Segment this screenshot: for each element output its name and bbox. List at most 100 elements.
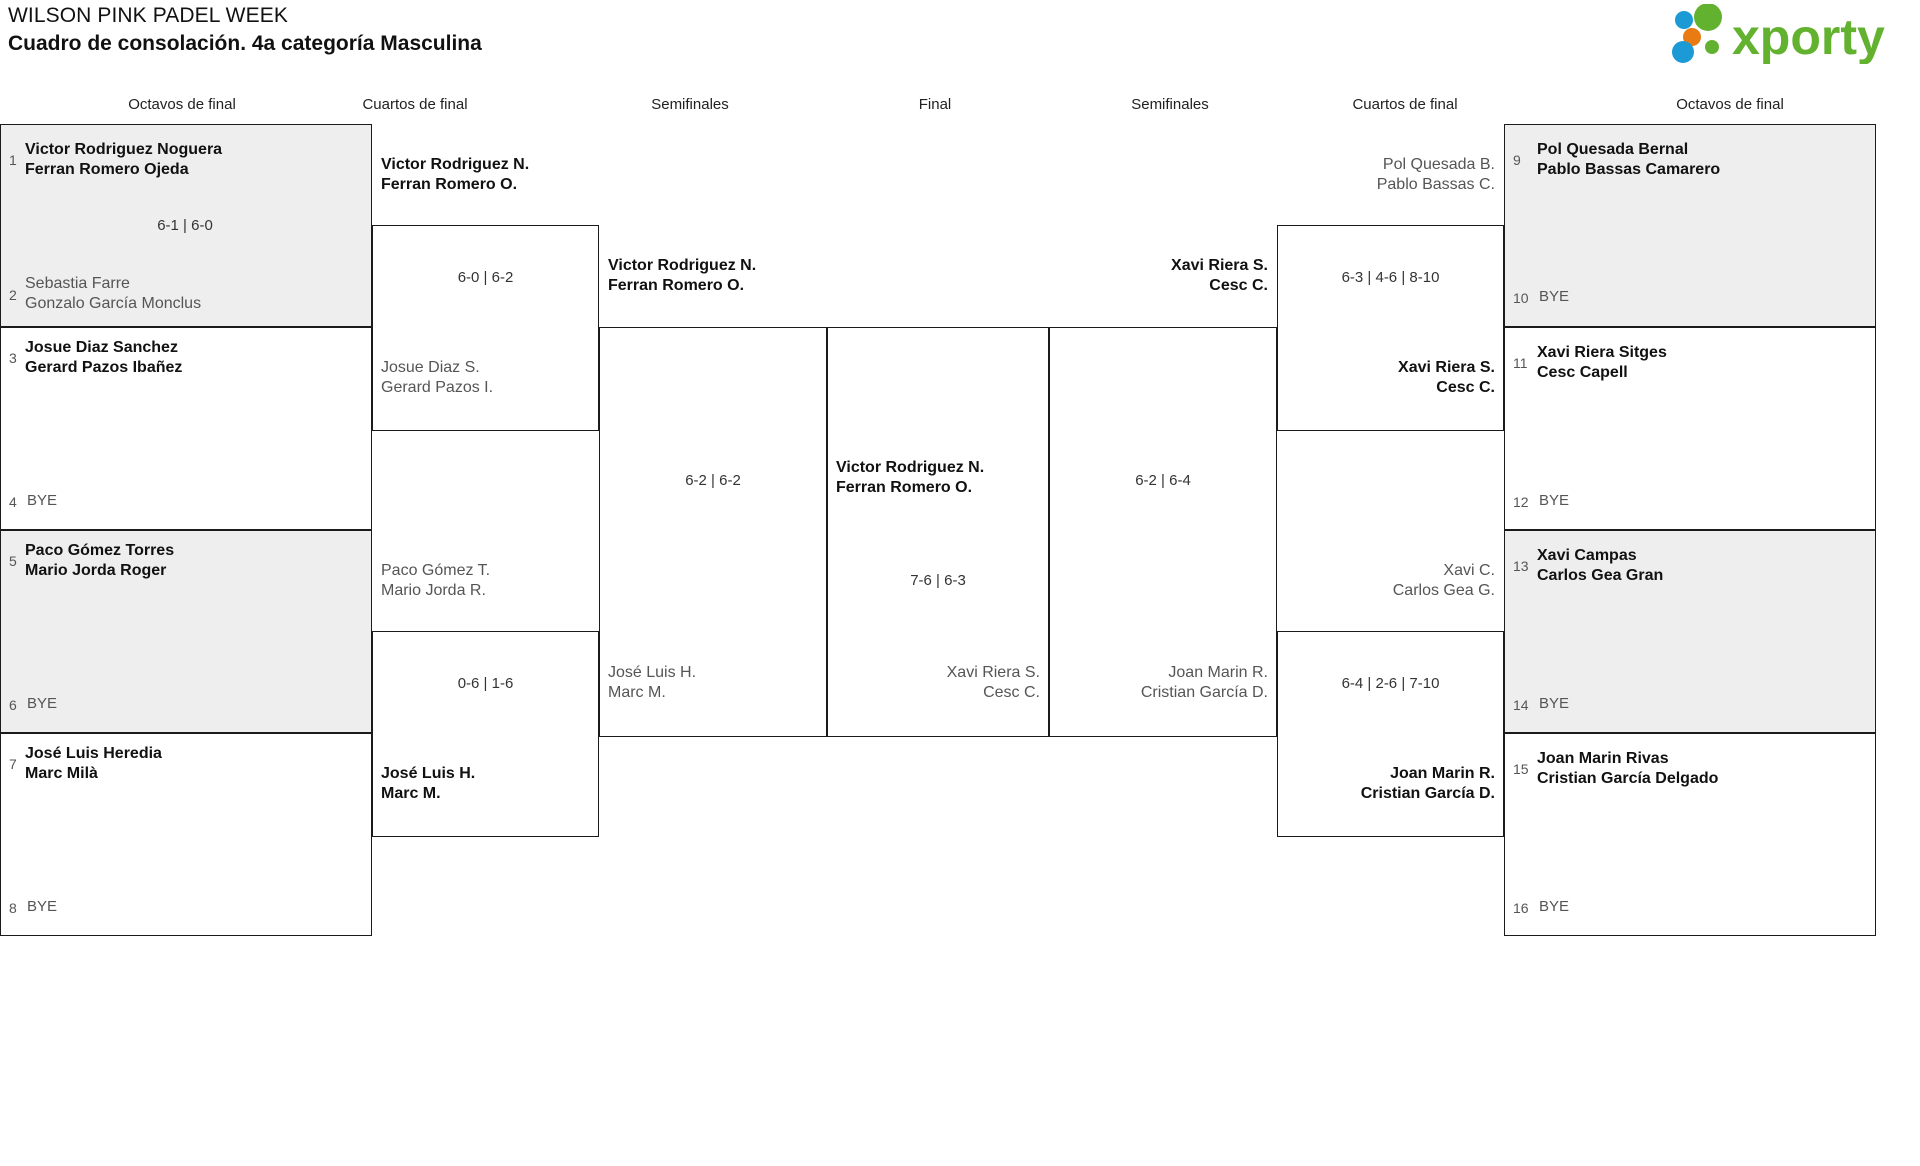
match-box-left-r16-1[interactable] [0,124,372,327]
player-right-qf-2a: Xavi C. Carlos Gea G. [1286,561,1495,600]
player-right-r16-3a: Xavi Campas Carlos Gea Gran [1537,546,1663,585]
player-right-r16-4a: Joan Marin Rivas Cristian García Delgado [1537,749,1718,788]
match-box-final[interactable] [827,327,1049,737]
score-right-qf-1: 6-3 | 4-6 | 8-10 [1341,269,1440,286]
bye-right-16: BYE [1539,898,1570,915]
logo-dot-blue-top [1675,11,1693,29]
player-right-r16-2a: Xavi Riera Sitges Cesc Capell [1537,343,1667,382]
bye-left-4: BYE [27,492,58,509]
seed-7: 7 [9,756,17,772]
match-box-right-r16-2[interactable] [1504,327,1876,530]
seed-2: 2 [9,287,17,303]
player-name: Ferran Romero O. [608,276,745,294]
logo-wordmark: xporty [1732,9,1885,64]
player-name: Josue Diaz S. [381,359,480,376]
match-box-left-r16-4[interactable] [0,733,372,936]
player-name: Cesc C. [1436,378,1495,396]
seed-10: 10 [1513,290,1529,306]
seed-15: 15 [1513,761,1529,777]
seed-13: 13 [1513,558,1529,574]
player-name: Joan Marin R. [1390,765,1495,782]
player-name: Paco Gómez T. [381,562,491,579]
player-name: Carlos Gea Gran [1537,566,1664,584]
player-name: Cesc C. [983,683,1040,701]
seed-5: 5 [9,553,17,569]
player-name: Marc M. [381,784,441,802]
score-right-sf-1: 6-2 | 6-4 [1135,472,1191,489]
player-name: Carlos Gea G. [1392,581,1495,599]
match-box-right-r16-4[interactable] [1504,733,1876,936]
player-name: Pablo Bassas C. [1376,175,1495,193]
player-left-r16-1b: Sebastia Farre Gonzalo García Monclus [25,274,201,313]
seed-16: 16 [1513,900,1529,916]
player-name: Gerard Pazos I. [381,378,494,396]
player-name: Cesc Capell [1537,363,1628,381]
player-right-r16-1a: Pol Quesada Bernal Pablo Bassas Camarero [1537,140,1720,179]
seed-12: 12 [1513,494,1529,510]
player-name: Cristian García D. [1360,784,1495,802]
bye-right-14: BYE [1539,695,1570,712]
match-box-left-qf-2[interactable] [372,631,599,837]
bye-left-6: BYE [27,695,58,712]
match-box-left-r16-3[interactable] [0,530,372,733]
score-final: 7-6 | 6-3 [910,572,966,589]
xporty-logo: xporty [1662,4,1912,64]
player-name: Pol Quesada Bernal [1537,141,1689,158]
match-box-right-qf-2[interactable] [1277,631,1504,837]
player-name: Joan Marin R. [1168,664,1268,681]
player-name: Gonzalo García Monclus [25,294,202,312]
player-name: Xavi C. [1443,562,1495,579]
match-box-left-sf-1[interactable] [599,327,827,737]
score-left-r16-1: 6-1 | 6-0 [157,217,213,234]
player-name: Victor Rodriguez N. [381,156,530,173]
round-header-left-qf: Cuartos de final [362,96,468,113]
page-header: WILSON PINK PADEL WEEK Cuadro de consola… [0,0,1920,90]
player-name: José Luis H. [608,664,697,681]
player-final-bottom: Xavi Riera S. Cesc C. [836,663,1040,702]
player-name: Sebastia Farre [25,275,130,292]
match-box-left-qf-1[interactable] [372,225,599,431]
bye-right-12: BYE [1539,492,1570,509]
logo-dot-blue-bottom [1672,41,1694,63]
score-right-qf-2: 6-4 | 2-6 | 7-10 [1341,675,1440,692]
player-name: Xavi Riera S. [1398,359,1495,376]
player-name: Xavi Riera S. [1171,257,1268,274]
player-name: Pablo Bassas Camarero [1537,160,1721,178]
score-left-sf-1: 6-2 | 6-2 [685,472,741,489]
seed-8: 8 [9,900,17,916]
player-left-qf-1b: Josue Diaz S. Gerard Pazos I. [381,358,493,397]
player-name: Cesc C. [1209,276,1268,294]
player-name: Ferran Romero O. [836,478,973,496]
score-left-qf-2: 0-6 | 1-6 [457,675,514,692]
player-name: Victor Rodriguez N. [836,459,985,476]
player-left-r16-1a: Victor Rodriguez Noguera Ferran Romero O… [25,140,222,179]
player-name: Marc Milà [25,764,98,782]
match-box-left-r16-2[interactable] [0,327,372,530]
match-box-right-r16-1[interactable] [1504,124,1876,327]
player-left-r16-4a: José Luis Heredia Marc Milà [25,744,162,783]
logo-dot-orange [1683,28,1701,46]
match-box-right-sf-1[interactable] [1049,327,1277,737]
round-header-left-sf: Semifinales [651,96,729,113]
player-right-qf-2b: Joan Marin R. Cristian García D. [1286,764,1495,803]
player-name: Victor Rodriguez N. [608,257,757,274]
player-name: Xavi Riera S. [946,664,1040,681]
player-right-sf-1b: Joan Marin R. Cristian García D. [1058,663,1268,702]
seed-11: 11 [1513,355,1528,371]
player-name: Marc M. [608,683,666,701]
player-name: Ferran Romero O. [381,175,518,193]
match-box-right-r16-3[interactable] [1504,530,1876,733]
seed-4: 4 [9,494,17,510]
player-right-qf-1a: Pol Quesada B. Pablo Bassas C. [1286,155,1495,194]
title-block: WILSON PINK PADEL WEEK Cuadro de consola… [8,3,482,57]
match-box-right-qf-1[interactable] [1277,225,1504,431]
player-name: Gerard Pazos Ibañez [25,358,183,376]
player-name: Mario Jorda Roger [25,561,167,579]
player-name: José Luis Heredia [25,745,162,762]
player-name: Josue Diaz Sanchez [25,339,178,356]
tournament-title: WILSON PINK PADEL WEEK [8,4,288,27]
seed-14: 14 [1513,697,1529,713]
player-name: Xavi Campas [1537,547,1637,564]
score-left-qf-1: 6-0 | 6-2 [457,269,514,286]
